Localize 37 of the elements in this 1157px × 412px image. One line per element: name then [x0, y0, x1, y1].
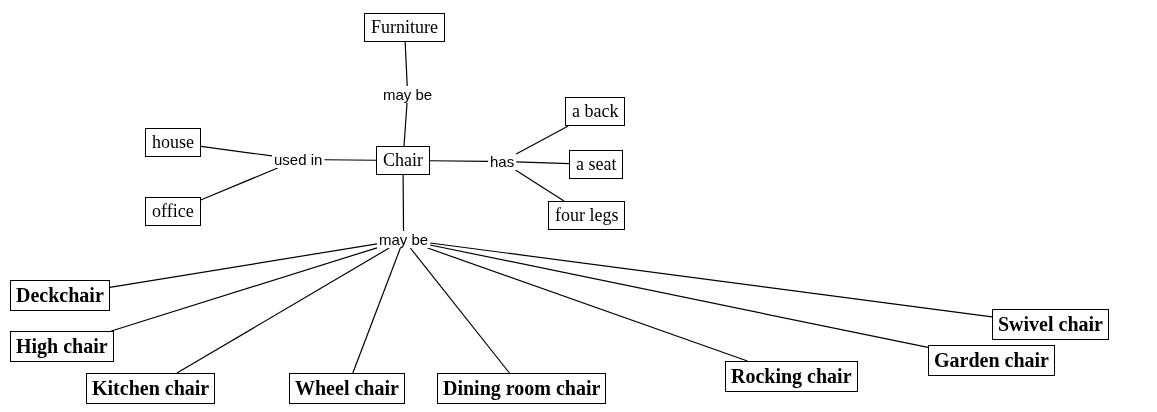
- concept-box: a seat: [569, 150, 624, 179]
- connector-line: [409, 247, 511, 374]
- concept-box: office: [145, 197, 201, 226]
- connector-line: [514, 169, 565, 202]
- concept-box: a back: [565, 97, 626, 126]
- concept-box: house: [145, 128, 201, 157]
- connector-line: [427, 247, 748, 362]
- connector-line: [429, 160, 489, 162]
- connector-line: [109, 243, 378, 288]
- connector-line: [515, 161, 570, 165]
- linking-phrase: may be: [381, 86, 435, 103]
- connector-line: [200, 145, 273, 157]
- connector-line: [402, 174, 405, 232]
- connector-line: [515, 125, 569, 155]
- connector-line: [403, 102, 408, 147]
- connector-line: [176, 247, 390, 374]
- connector-line: [404, 41, 408, 87]
- connector-line: [429, 242, 993, 318]
- concept-box: Kitchen chair: [86, 373, 216, 404]
- connector-line: [352, 247, 401, 374]
- concept-box: four legs: [548, 201, 626, 230]
- concept-box: Swivel chair: [992, 309, 1109, 340]
- connector-line: [200, 167, 279, 201]
- connector-line: [323, 159, 377, 161]
- concept-box: Deckchair: [10, 280, 110, 311]
- concept-box: Chair: [376, 146, 430, 175]
- concept-box: High chair: [10, 331, 114, 362]
- linking-phrase: may be: [377, 231, 431, 248]
- linking-phrase: used in: [272, 151, 325, 168]
- linking-phrase: has: [488, 153, 517, 170]
- concept-box: Wheel chair: [289, 373, 405, 404]
- connector-line: [429, 244, 929, 349]
- concept-box: Rocking chair: [725, 361, 858, 392]
- concept-box: Dining room chair: [437, 373, 607, 404]
- concept-box: Furniture: [364, 13, 445, 42]
- concept-box: Garden chair: [928, 345, 1055, 376]
- connector-line: [110, 247, 378, 332]
